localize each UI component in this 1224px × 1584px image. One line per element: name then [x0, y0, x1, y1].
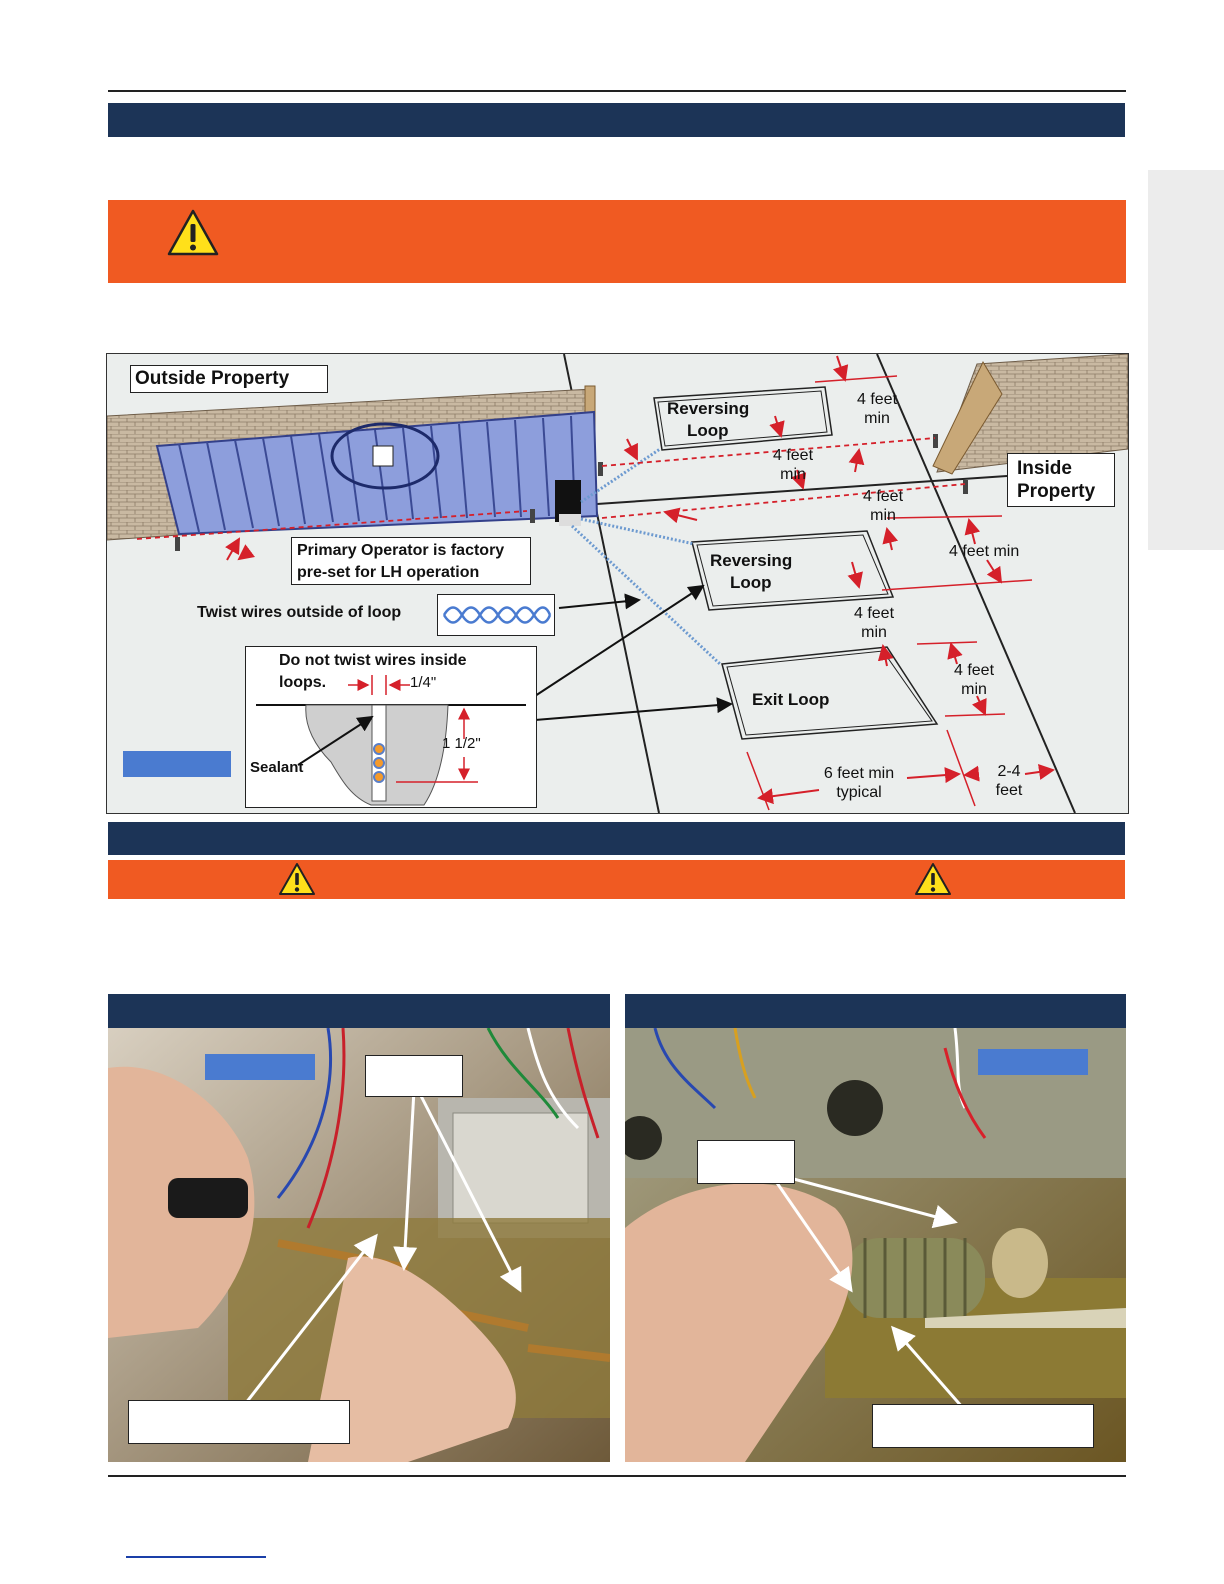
- no-twist-text: Do not twist wires inside loops.: [279, 650, 467, 694]
- reversing-loop-top-label: Reversing Loop: [667, 398, 749, 442]
- loop-layout-diagram: Outside Property Inside Property Reversi…: [106, 353, 1129, 814]
- photo-right-callout-bottom: [872, 1404, 1094, 1448]
- outside-property-label: Outside Property: [130, 365, 328, 393]
- primary-operator-callout: Primary Operator is factory pre-set for …: [291, 537, 531, 585]
- top-rule: [108, 90, 1126, 92]
- inch-half-label: 1 1/2": [442, 735, 481, 752]
- dim-label-a: 4 feet min: [847, 390, 907, 428]
- primary-operator-line2: pre-set for LH operation: [297, 562, 530, 584]
- reversing-loop-mid-line2: Loop: [710, 572, 792, 594]
- dim-label-2-4: 2-4 feet: [985, 762, 1033, 800]
- photo-right-header: [625, 994, 1126, 1028]
- photo-right-blue-tag: [978, 1049, 1088, 1075]
- dim-label-c: 4 feet min: [853, 487, 913, 525]
- photo-right-callout-top: [697, 1140, 795, 1184]
- warning-icon: [166, 208, 220, 258]
- dim-6ft-2: typical: [812, 783, 906, 802]
- no-twist-line2: loops.: [279, 672, 467, 694]
- no-twist-line1: Do not twist wires inside: [279, 650, 467, 672]
- cross-section-box: Do not twist wires inside loops. 1/4" 1 …: [245, 646, 537, 808]
- dim-e-2: min: [844, 623, 904, 642]
- dim-a-2: min: [847, 409, 907, 428]
- reversing-loop-mid-label: Reversing Loop: [710, 550, 792, 594]
- dim-b-1: 4 feet: [763, 446, 823, 465]
- photo-right: [625, 1028, 1126, 1462]
- dim-a-1: 4 feet: [847, 390, 907, 409]
- reversing-loop-mid-line1: Reversing: [710, 550, 792, 572]
- twisted-wire-icon: [438, 595, 554, 635]
- inside-property-text: Inside Property: [1017, 457, 1114, 503]
- inside-property-label: Inside Property: [1007, 453, 1115, 507]
- dim-b-2: min: [763, 465, 823, 484]
- photo-left-image: [108, 1028, 610, 1462]
- dim-6ft-1: 6 feet min: [812, 764, 906, 783]
- twist-outside-label: Twist wires outside of loop: [197, 604, 401, 622]
- photo-left-callout-top: [365, 1055, 463, 1097]
- dim-c-2: min: [853, 506, 913, 525]
- sealant-label: Sealant: [250, 759, 303, 776]
- diagram-blue-tag: [123, 751, 231, 777]
- dim-e-1: 4 feet: [844, 604, 904, 623]
- side-tab: [1148, 170, 1224, 550]
- dim-24-1: 2-4: [985, 762, 1033, 781]
- photo-left-blue-tag: [205, 1054, 315, 1080]
- dim-label-6ft: 6 feet min typical: [812, 764, 906, 802]
- warning-icon: [914, 862, 952, 897]
- exit-loop-label: Exit Loop: [752, 690, 829, 710]
- photo-left-callout-bottom: [128, 1400, 350, 1444]
- dim-label-f: 4 feet min: [944, 661, 1004, 699]
- reversing-loop-top-line2: Loop: [667, 420, 749, 442]
- footer-link-underline[interactable]: [126, 1556, 266, 1558]
- warning-banner-2: [108, 860, 1125, 899]
- dim-f-1: 4 feet: [944, 661, 1004, 680]
- dim-f-2: min: [944, 680, 1004, 699]
- warning-banner: [108, 200, 1126, 283]
- primary-operator-line1: Primary Operator is factory: [297, 540, 530, 562]
- quarter-inch-label: 1/4": [410, 674, 436, 691]
- photo-left-header: [108, 994, 610, 1028]
- reversing-loop-top-line1: Reversing: [667, 398, 749, 420]
- section-header-bar: [108, 103, 1125, 137]
- twisted-wire-sample: [437, 594, 555, 636]
- dim-label-e: 4 feet min: [844, 604, 904, 642]
- bottom-rule: [108, 1475, 1126, 1477]
- photo-right-image: [625, 1028, 1126, 1462]
- dim-c-1: 4 feet: [853, 487, 913, 506]
- section-header-bar-2: [108, 822, 1125, 855]
- photo-left: [108, 1028, 610, 1462]
- dim-24-2: feet: [985, 781, 1033, 800]
- dim-label-b: 4 feet min: [763, 446, 823, 484]
- warning-icon: [278, 862, 316, 897]
- dim-label-d: 4 feet min: [949, 543, 1019, 561]
